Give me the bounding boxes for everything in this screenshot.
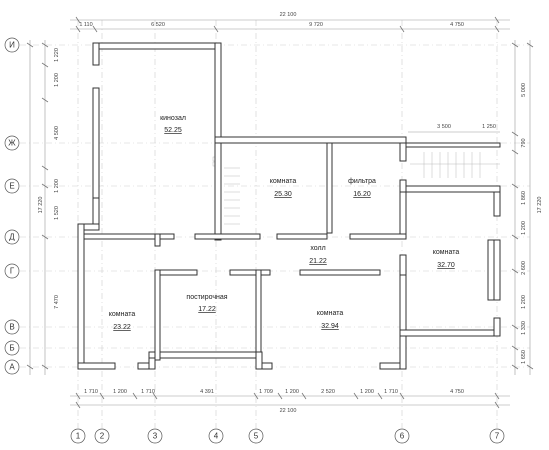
axis-label: 4 [214,432,219,441]
dim-bottom-total: 22 100 [280,408,297,414]
axis-marker: 6 [394,428,410,444]
dim-bottom-seg: 1 710 [141,389,155,395]
dim-right-seg: 1 650 [521,350,527,364]
axis-label: 2 [100,432,105,441]
dim-right-seg: 790 [521,138,527,147]
axis-label: В [9,323,14,332]
dim-left-seg: 1 520 [54,206,60,220]
dim-bottom-seg: 1 200 [360,389,374,395]
room-name-room-east: комната [433,249,460,256]
axis-marker: 1 [70,428,86,444]
axis-label: 7 [495,432,500,441]
axis-marker: Б [4,340,20,356]
dim-right-total: 17 220 [537,197,543,214]
top-dimensions: 22 100 1 110 6 520 9 720 4 750 3 500 1 2… [70,12,510,133]
axis-marker: 5 [248,428,264,444]
dim-left-total: 17 220 [38,197,44,214]
dim-top-seg: 6 520 [151,22,165,28]
bottom-dimensions: 1 710 1 200 1 710 4 391 1 709 1 200 2 52… [70,389,510,414]
axis-marker: А [4,359,20,375]
room-area-hall: 21.22 [309,258,327,265]
dim-right-seg: 1 860 [521,191,527,205]
axis-marker: Д [4,229,20,245]
dim-porch-width: 1 250 [482,124,496,130]
room-name-room-center: комната [270,178,297,185]
axis-label: 3 [153,432,158,441]
axis-label: И [9,41,15,50]
dim-top-total: 22 100 [280,12,297,18]
dim-bottom-seg: 1 200 [285,389,299,395]
room-area-filters: 16.20 [353,191,371,198]
axis-bubbles-vertical: 1 2 3 4 5 6 7 [70,428,505,444]
room-area-room-center: 25.30 [274,191,292,198]
room-name-laundry: постирочная [186,294,227,301]
walls [77,42,501,370]
dim-bottom-seg: 2 520 [321,389,335,395]
axis-marker: Г [4,263,20,279]
dim-right-seg: 5 000 [521,83,527,97]
room-labels: кинозал 52.25 комната 25.30 фильтра 16.2… [109,115,460,331]
room-name-room-south: комната [317,310,344,317]
axis-marker: 4 [208,428,224,444]
room-area-laundry: 17.22 [198,306,216,313]
axis-marker: Е [4,178,20,194]
dim-left-seg: 7 470 [54,295,60,309]
dim-left-seg: 1 200 [54,179,60,193]
axis-label: Г [10,267,15,276]
dim-left-seg: 1 220 [54,48,60,62]
room-name-filters: фильтра [348,178,376,185]
axis-label: Д [9,233,15,242]
dim-right-seg: 1 330 [521,321,527,335]
dim-top-seg: 1 110 [79,22,92,28]
axis-label: 5 [254,432,259,441]
dim-left-seg: 4 500 [54,126,60,140]
dim-top-seg: 4 750 [450,22,464,28]
dim-bottom-seg: 1 710 [84,389,98,395]
room-name-cinema: кинозал [160,115,186,122]
dim-bottom-seg: 1 710 [384,389,398,395]
axis-label: Б [9,344,14,353]
axis-label: Ж [8,139,16,148]
dim-right-seg: 2 600 [521,261,527,275]
dim-top-seg: 9 720 [309,22,323,28]
dim-bottom-seg: 4 391 [200,389,214,395]
room-area-cinema: 52.25 [164,127,182,134]
dim-bottom-seg: 4 750 [450,389,464,395]
stairs [212,152,500,225]
dim-bottom-seg: 1 200 [113,389,127,395]
dim-porch-width: 3 500 [437,124,451,130]
axis-marker: И [4,37,20,53]
axis-label: А [9,363,15,372]
left-dimensions: 1 220 1 200 4 500 1 200 1 520 7 470 17 2… [26,40,60,375]
axis-marker: Ж [4,135,20,151]
axis-label: Е [9,182,14,191]
axis-label: 6 [400,432,405,441]
dim-right-seg: 1 200 [521,221,527,235]
axis-marker: В [4,319,20,335]
axis-bubbles-horizontal: И Ж Е Д Г В Б А [4,37,20,375]
axis-marker: 3 [147,428,163,444]
room-area-room-east: 32.70 [437,262,455,269]
axis-marker: 2 [94,428,110,444]
axis-label: 1 [76,432,81,441]
dim-left-seg: 1 200 [54,73,60,87]
right-dimensions: 5 000 790 1 860 1 200 2 600 1 200 1 330 … [511,40,543,375]
axis-marker: 7 [489,428,505,444]
room-area-room-west: 23.22 [113,324,131,331]
dim-right-seg: 1 200 [521,295,527,309]
dim-bottom-seg: 1 709 [259,389,273,395]
room-name-hall: холл [310,245,325,252]
room-name-room-west: комната [109,311,136,318]
room-area-room-south: 32.94 [321,323,339,330]
